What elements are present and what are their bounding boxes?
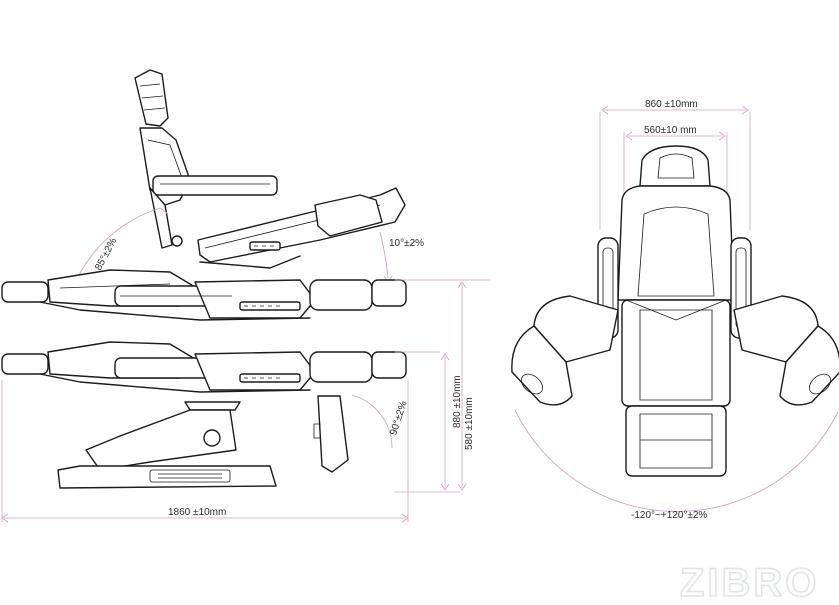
height-dimensions: 580 ±10mm 880 ±10mm	[395, 279, 490, 493]
backrest-angle-label: 85°±2%	[93, 236, 119, 272]
leg-tilt-label: 10°±2%	[389, 238, 424, 249]
seat-width-label: 560±10 mm	[644, 125, 697, 136]
length-dimension: 1860 ±10mm	[1, 380, 409, 523]
overall-width-label: 860 ±10mm	[645, 99, 698, 110]
legrest-angle-indicator: 90°±2%	[351, 394, 410, 449]
side-view-flat	[1, 269, 407, 321]
leg-tilt-indicator: 10°±2%	[379, 231, 424, 283]
top-view: -120°~+120°±2% 860 ±10mm 560±10 mm	[511, 99, 839, 521]
legrest-angle-label: 90°±2%	[388, 400, 409, 437]
watermark: ZIBRO	[680, 561, 819, 605]
total-length-label: 1860 ±10mm	[168, 507, 226, 518]
side-view-reclined-seated	[134, 69, 406, 269]
max-height-label: 880 ±10mm	[452, 375, 463, 428]
rotation-label: -120°~+120°±2%	[631, 510, 707, 521]
side-view-lowered	[1, 341, 407, 489]
seat-height-label: 580 ±10mm	[464, 397, 475, 450]
